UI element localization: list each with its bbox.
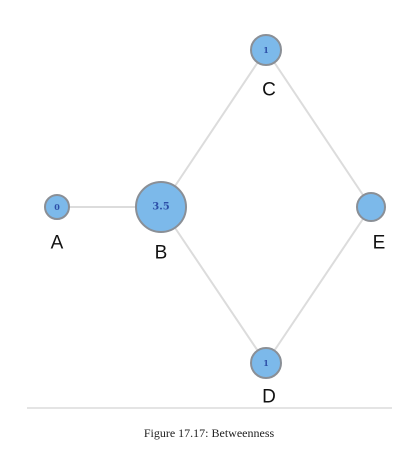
node-b-value: 3.5 — [152, 202, 169, 213]
node-d: 1D — [250, 347, 282, 408]
edge-c-e — [265, 49, 372, 208]
node-b-label: B — [155, 243, 168, 264]
node-a: 0A — [44, 194, 70, 254]
node-e-label: E — [373, 233, 386, 254]
edge-b-d — [160, 206, 267, 364]
node-d-value: 1 — [263, 358, 269, 368]
node-a-value: 0 — [54, 202, 60, 212]
node-a-circle — [44, 194, 70, 220]
node-d-circle — [250, 347, 282, 379]
node-d-label: D — [262, 387, 276, 408]
node-c: 1C — [250, 34, 282, 101]
node-b: 3.5B — [135, 181, 187, 264]
node-e: E — [356, 192, 386, 254]
edge-b-c — [160, 49, 267, 208]
node-c-circle — [250, 34, 282, 66]
node-e-circle — [356, 192, 386, 222]
edge-d-e — [265, 206, 372, 364]
node-b-circle — [135, 181, 187, 233]
node-c-value: 1 — [263, 45, 269, 55]
node-a-label: A — [51, 233, 64, 254]
node-c-label: C — [262, 80, 276, 101]
graph-edges — [57, 49, 372, 364]
figure-caption: Figure 17.17: Betweenness — [143, 426, 275, 440]
